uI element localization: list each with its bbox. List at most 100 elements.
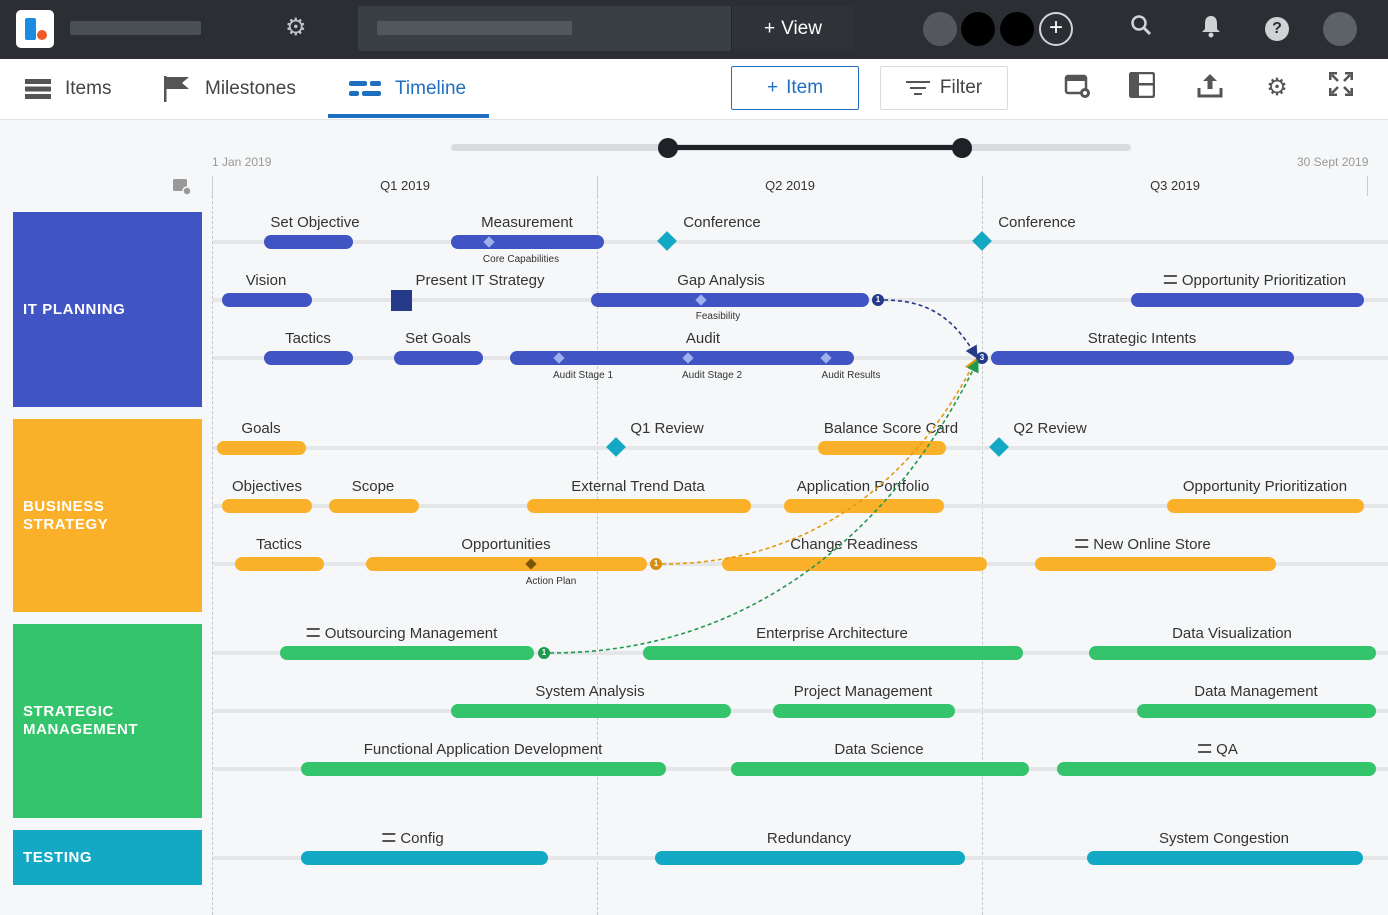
item-bar-system-analysis[interactable] (451, 704, 731, 718)
calendar-settings-icon[interactable] (1063, 72, 1093, 104)
item-bar-vision[interactable] (222, 293, 312, 307)
item-bar-redundancy[interactable] (655, 851, 965, 865)
roadmap-name-placeholder (377, 21, 572, 35)
workspace-settings-gear-icon[interactable]: ⚙ (285, 14, 307, 41)
flag-icon (164, 76, 189, 102)
dependency-node[interactable]: 1 (872, 294, 884, 306)
item-label-text: Outsourcing Management (324, 625, 498, 642)
item-bar-functional-application-development[interactable] (301, 762, 666, 776)
plus-icon: + (764, 17, 776, 39)
fullscreen-expand-icon[interactable] (1326, 71, 1356, 104)
item-label: Functional Application Development (363, 741, 603, 758)
help-icon[interactable]: ? (1265, 17, 1289, 41)
item-bar-goals[interactable] (217, 441, 306, 455)
item-square-present-it-strategy[interactable] (391, 290, 412, 311)
item-bar-balance-score-card[interactable] (818, 441, 946, 455)
export-upload-icon[interactable] (1195, 72, 1225, 104)
calendar-add-icon[interactable] (172, 176, 192, 201)
settings-gear-icon[interactable]: ⚙ (1266, 74, 1288, 101)
item-label: New Online Store (1075, 536, 1211, 553)
item-bar-qa[interactable] (1057, 762, 1376, 776)
milestone-label: Q2 Review (1013, 420, 1087, 437)
item-bar-gap-analysis[interactable] (591, 293, 869, 307)
item-label: Tactics (256, 536, 302, 553)
item-label: Data Management (1194, 683, 1318, 700)
quarter-label: Q1 2019 (380, 178, 430, 193)
user-avatar[interactable] (1323, 12, 1357, 46)
timeline-start-date: 1 Jan 2019 (212, 155, 272, 169)
milestone-diamond-q1-review[interactable] (606, 437, 626, 457)
dependency-node[interactable]: 1 (650, 558, 662, 570)
item-bar-strategic-intents[interactable] (991, 351, 1294, 365)
item-bar-tactics[interactable] (235, 557, 324, 571)
item-label: System Analysis (535, 683, 645, 700)
item-bar-project-management[interactable] (773, 704, 955, 718)
item-bar-external-trend-data[interactable] (527, 499, 751, 513)
search-icon[interactable] (1126, 14, 1156, 43)
tab-timeline[interactable]: Timeline (349, 59, 466, 119)
item-bar-change-readiness[interactable] (722, 557, 987, 571)
milestone-diamond-conference[interactable] (972, 231, 992, 251)
app-logo[interactable] (16, 10, 54, 48)
item-label: External Trend Data (571, 478, 705, 495)
item-bar-system-congestion[interactable] (1087, 851, 1363, 865)
item-bar-objectives[interactable] (222, 499, 312, 513)
item-bar-application-portfolio[interactable] (784, 499, 944, 513)
item-label: Change Readiness (790, 536, 918, 553)
dependency-node[interactable]: 3 (976, 352, 988, 364)
item-bar-scope[interactable] (329, 499, 419, 513)
lane-testing[interactable]: TESTING (13, 830, 202, 885)
sub-milestone-label: Audit Results (821, 370, 881, 381)
range-slider-start-handle[interactable] (658, 138, 678, 158)
filter-button[interactable]: Filter (880, 66, 1008, 110)
item-label: Gap Analysis (677, 272, 765, 289)
dependency-node[interactable]: 1 (538, 647, 550, 659)
container-icon (306, 628, 320, 637)
item-bar-data-management[interactable] (1137, 704, 1376, 718)
container-icon (382, 833, 396, 842)
add-item-button[interactable]: + Item (731, 66, 859, 110)
avatar[interactable] (923, 12, 957, 46)
workspace-name-placeholder[interactable] (70, 21, 201, 35)
quarter-gridline (212, 196, 213, 915)
add-member-plus-icon[interactable]: + (1039, 12, 1073, 46)
item-label-text: QA (1216, 741, 1238, 758)
lane-business-strategy[interactable]: BUSINESS STRATEGY (13, 419, 202, 612)
item-bar-new-online-store[interactable] (1035, 557, 1276, 571)
item-bar-measurement[interactable] (451, 235, 604, 249)
item-label-text: Config (400, 830, 444, 847)
item-bar-tactics[interactable] (264, 351, 353, 365)
item-bar-data-science[interactable] (731, 762, 1029, 776)
item-bar-set-goals[interactable] (394, 351, 483, 365)
item-bar-opportunity-prioritization[interactable] (1131, 293, 1364, 307)
item-label: Opportunities (461, 536, 551, 553)
tab-milestones[interactable]: Milestones (163, 59, 296, 119)
avatar[interactable] (1000, 12, 1034, 46)
range-slider-selection (668, 145, 962, 150)
dependency-arrow (661, 358, 977, 565)
item-bar-enterprise-architecture[interactable] (643, 646, 1023, 660)
notifications-bell-icon[interactable] (1196, 14, 1226, 45)
item-label: Redundancy (766, 830, 852, 847)
item-bar-config[interactable] (301, 851, 548, 865)
lane-it-planning[interactable]: IT PLANNING (13, 212, 202, 407)
sub-milestone-label: Feasibility (695, 311, 741, 322)
item-label: Opportunity Prioritization (1163, 272, 1346, 289)
avatar[interactable] (961, 12, 995, 46)
item-bar-outsourcing-management[interactable] (280, 646, 534, 660)
item-bar-opportunities[interactable] (366, 557, 647, 571)
range-slider-end-handle[interactable] (952, 138, 972, 158)
tab-timeline-label: Timeline (395, 78, 467, 99)
item-label: Balance Score Card (823, 420, 959, 437)
milestone-diamond-conference[interactable] (657, 231, 677, 251)
item-label: Application Portfolio (796, 478, 930, 495)
item-label: Tactics (285, 330, 331, 347)
tab-items[interactable]: Items (25, 59, 111, 119)
milestone-diamond-q2-review[interactable] (989, 437, 1009, 457)
item-bar-data-visualization[interactable] (1089, 646, 1376, 660)
layout-panels-icon[interactable] (1127, 71, 1157, 104)
add-view-button[interactable]: + View (731, 6, 854, 51)
item-bar-opportunity-prioritization[interactable] (1167, 499, 1364, 513)
item-bar-set-objective[interactable] (264, 235, 353, 249)
lane-strategic-management[interactable]: STRATEGIC MANAGEMENT (13, 624, 202, 818)
